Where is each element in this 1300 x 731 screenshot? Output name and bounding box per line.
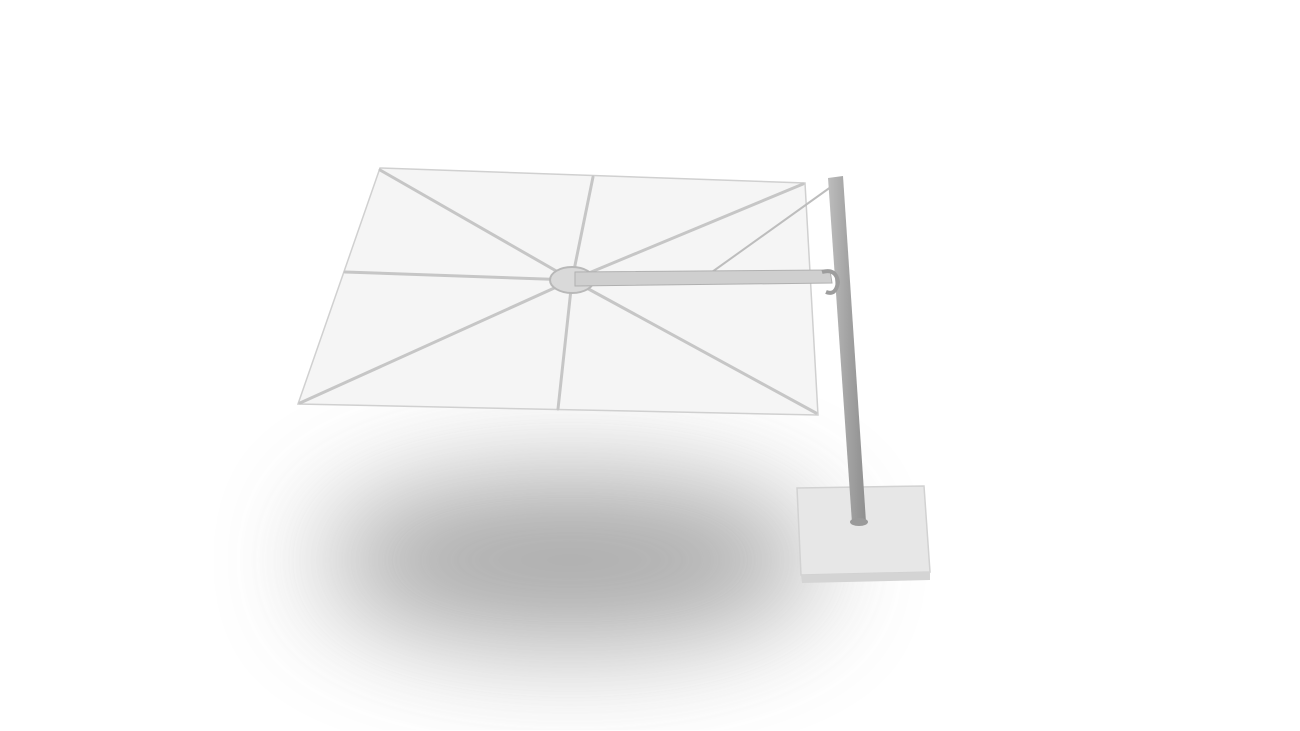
tension-cable <box>711 183 836 273</box>
pole-foot <box>850 518 868 526</box>
arm-joint <box>821 269 841 295</box>
canopy-ribs <box>298 168 818 415</box>
cantilever-arm <box>574 269 833 287</box>
ground-shadow <box>320 475 820 645</box>
pole <box>828 176 866 523</box>
canopy <box>296 167 836 416</box>
base-plate-side <box>801 572 930 583</box>
